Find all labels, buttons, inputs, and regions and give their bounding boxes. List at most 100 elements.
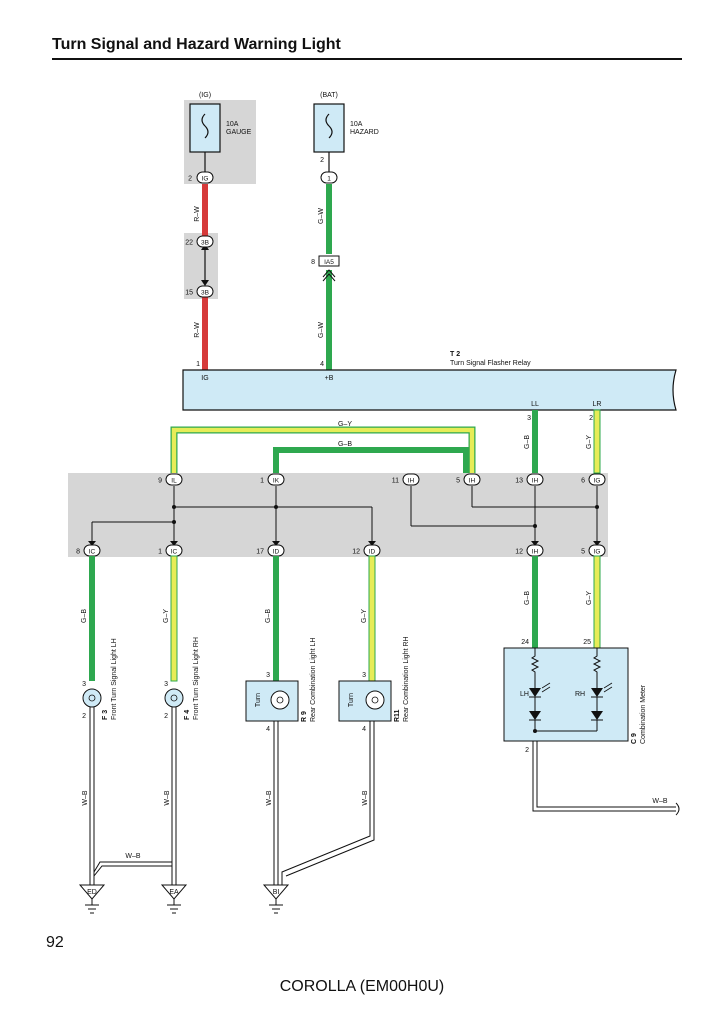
svg-text:3: 3 — [266, 672, 270, 679]
svg-text:IC: IC — [171, 549, 178, 556]
relay-t2-code: T 2 — [450, 351, 460, 358]
footer-model-code: COROLLA (EM00H0U) — [279, 978, 445, 995]
svg-text:RH: RH — [575, 691, 585, 698]
wire-label-wb-c9: W–B — [652, 798, 668, 805]
fuse-gauge-rating: 10A — [226, 121, 239, 128]
ground-bi: BI — [262, 884, 290, 914]
fuse-hazard-source: (BAT) — [320, 92, 338, 99]
wire-label-gw-2: G–W — [318, 322, 325, 338]
title-rule — [52, 58, 682, 60]
r11-code: R11 — [394, 709, 401, 722]
fuse-gauge-name: GAUGE — [226, 129, 252, 136]
wire-label-wb-f3: W–B — [82, 790, 89, 806]
svg-text:2: 2 — [82, 713, 86, 720]
svg-text:11: 11 — [392, 478, 399, 485]
wire-lr-gy — [593, 409, 601, 474]
wire-label-rw-2: R–W — [194, 322, 201, 338]
f4-code: F 4 — [184, 710, 191, 720]
relay-term-b: +B — [325, 375, 334, 382]
jb-internal-lines — [91, 486, 598, 545]
svg-text:ID: ID — [369, 549, 376, 556]
relay-pin-lr: 2 — [589, 415, 593, 422]
f3-code: F 3 — [102, 710, 109, 720]
wire-label-gw-1: G–W — [318, 208, 325, 224]
svg-text:17: 17 — [256, 549, 264, 556]
svg-text:Turn: Turn — [348, 693, 355, 707]
wire-f3-gb — [89, 556, 95, 681]
svg-text:3: 3 — [164, 681, 168, 688]
svg-text:IG: IG — [202, 176, 209, 183]
wire-c9-gb — [532, 556, 538, 648]
conn-3b-top: 3B 22 — [185, 235, 214, 248]
wire-label-wb-f4: W–B — [164, 790, 171, 806]
page-number: 92 — [46, 934, 64, 951]
conn-fuse-ig: IG 2 — [188, 171, 214, 184]
wire-label-f4: G–Y — [163, 609, 170, 623]
c9-name: Combination Meter — [640, 684, 647, 744]
svg-text:9: 9 — [158, 478, 162, 485]
f3-name: Front Turn Signal Light LH — [111, 638, 118, 720]
svg-text:1: 1 — [260, 478, 264, 485]
wire-label-gy-loop: G–Y — [338, 421, 352, 428]
wire-r9-gb — [273, 556, 279, 681]
fuse-gauge-box — [189, 103, 221, 153]
svg-text:2: 2 — [320, 157, 324, 164]
wire-label-r9: G–B — [265, 609, 272, 623]
meter-c9: 24 25 LH RH 2 — [503, 639, 629, 754]
wire-gb-loop — [273, 447, 469, 473]
relay-term-ll: LL — [531, 401, 539, 408]
fuse-gauge-icon — [201, 113, 209, 139]
svg-text:12: 12 — [515, 549, 523, 556]
fuse-gauge-source: (IG) — [199, 92, 211, 99]
svg-text:BI: BI — [273, 889, 280, 896]
svg-text:IG: IG — [594, 549, 601, 556]
conn-3b-bottom: 3B 15 — [185, 285, 214, 298]
svg-text:3: 3 — [362, 672, 366, 679]
svg-text:ID: ID — [273, 549, 280, 556]
svg-text:IH: IH — [408, 478, 415, 485]
svg-text:13: 13 — [515, 478, 523, 485]
wire-f4-gy — [170, 555, 178, 682]
svg-text:3B: 3B — [201, 290, 209, 297]
svg-text:6: 6 — [581, 478, 585, 485]
wire-label-gb-loop: G–B — [338, 441, 352, 448]
bulb-f3: 3 2 — [82, 681, 102, 720]
svg-text:2: 2 — [188, 176, 192, 183]
wire-label-gy-lr: G–Y — [586, 435, 593, 449]
wire-rw-lower — [202, 296, 208, 370]
svg-text:ED: ED — [87, 889, 97, 896]
fuse-hazard-box — [313, 103, 345, 153]
svg-text:IA5: IA5 — [324, 259, 334, 266]
svg-text:4: 4 — [362, 726, 366, 733]
svg-text:IH: IH — [532, 549, 539, 556]
svg-text:2: 2 — [525, 747, 529, 754]
svg-text:15: 15 — [185, 290, 193, 297]
svg-text:LH: LH — [520, 691, 529, 698]
wire-gw-lower — [326, 270, 332, 370]
svg-text:3B: 3B — [201, 240, 209, 247]
svg-text:25: 25 — [583, 639, 591, 646]
svg-text:5: 5 — [456, 478, 460, 485]
relay-pin-ll: 3 — [527, 415, 531, 422]
svg-text:2: 2 — [164, 713, 168, 720]
relay-term-ig: IG — [201, 375, 208, 382]
wire-label-c9-lh: G–B — [524, 591, 531, 605]
led-rh-icon — [591, 688, 603, 697]
wire-label-c9-rh: G–Y — [586, 591, 593, 605]
conn-ia5: IA5 8 — [311, 255, 340, 282]
svg-text:Turn: Turn — [255, 693, 262, 707]
svg-text:IC: IC — [89, 549, 96, 556]
r9-name: Rear Combination Light LH — [310, 638, 317, 722]
svg-text:IH: IH — [532, 478, 539, 485]
wire-label-wb-joint: W–B — [125, 853, 141, 860]
svg-text:1: 1 — [158, 549, 162, 556]
fuse-hazard-rating: 10A — [350, 121, 363, 128]
relay-t2-name: Turn Signal Flasher Relay — [450, 360, 531, 367]
jb-junction-dots — [172, 505, 599, 528]
wire-label-r11: G–Y — [361, 609, 368, 623]
svg-text:24: 24 — [521, 639, 529, 646]
wire-label-gb-ll: G–B — [524, 435, 531, 449]
svg-text:IL: IL — [171, 478, 177, 485]
